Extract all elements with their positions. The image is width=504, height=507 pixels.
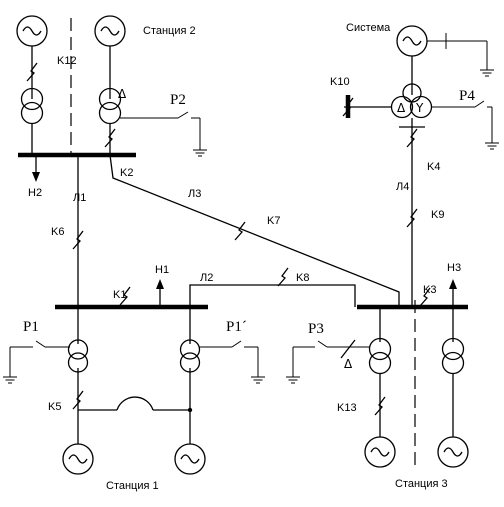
station2-section: Δ	[16, 15, 208, 182]
label-relay-p1-prime: P1´	[226, 319, 247, 335]
label-relay-p2: P2	[170, 92, 186, 108]
station3-section: Δ	[285, 279, 469, 470]
generator-g1-station1	[62, 443, 94, 475]
ground-icon	[479, 69, 495, 77]
label-fault-k7: K7	[267, 215, 280, 227]
label-relay-p1: P1	[23, 319, 39, 335]
transformer-t2-station3	[441, 337, 465, 375]
ground-icon	[250, 376, 266, 384]
ground-icon	[484, 142, 500, 150]
transformer-system-delta	[390, 95, 414, 119]
label-station1: Станция 1	[106, 480, 159, 492]
generator-g2-station1	[174, 443, 206, 475]
label-system: Система	[346, 22, 391, 34]
label-fault-k8: K8	[296, 272, 309, 284]
label-line-l2: Л2	[200, 272, 213, 284]
ground-icon	[2, 376, 18, 384]
label-fault-k2: K2	[120, 167, 133, 179]
crossing-arc	[116, 396, 154, 411]
transformer-t1-station1	[67, 339, 89, 373]
generator-g2-station3	[437, 436, 469, 468]
label-line-l1: Л1	[73, 192, 86, 204]
line-l2	[189, 284, 356, 307]
load-h1-arrow	[156, 279, 164, 289]
label-load-h1: H1	[155, 264, 169, 276]
wye-symbol-system: Y	[415, 101, 424, 115]
label-fault-k5: K5	[48, 401, 61, 413]
generator-g2-station2	[94, 15, 126, 47]
label-line-l4: Л4	[396, 181, 409, 193]
delta-symbol-station3: Δ	[344, 357, 353, 371]
line-l3	[109, 154, 400, 307]
label-fault-k1: K1	[113, 289, 126, 301]
generator-g1-station2	[16, 15, 48, 47]
label-load-h3: H3	[447, 262, 461, 274]
delta-symbol-station2: Δ	[118, 87, 127, 101]
transformer-t2-station1	[179, 339, 201, 373]
ground-icon	[192, 149, 208, 157]
label-station2: Станция 2	[143, 25, 196, 37]
fault-k8-icon	[277, 267, 289, 287]
label-fault-k12: K12	[57, 55, 77, 67]
label-relay-p3: P3	[308, 321, 324, 337]
label-fault-k6: K6	[51, 226, 64, 238]
delta-symbol-system: Δ	[397, 101, 406, 115]
label-fault-k3: K3	[423, 284, 436, 296]
generator-g1-station3	[364, 436, 396, 468]
label-station3: Станция 3	[395, 478, 448, 490]
label-fault-k9: K9	[431, 209, 444, 221]
label-fault-k4: K4	[427, 161, 440, 173]
fault-k7-icon	[234, 221, 246, 241]
label-relay-p4: P4	[459, 88, 475, 104]
system-source	[396, 25, 428, 57]
load-h3-arrow	[449, 279, 457, 289]
transformer-t1-station3	[368, 337, 392, 375]
station1-section	[2, 279, 356, 475]
system-section: Δ Y	[344, 25, 500, 307]
label-fault-k13: K13	[337, 402, 357, 414]
load-h2-arrow	[32, 172, 40, 182]
label-line-l3: Л3	[188, 188, 201, 200]
label-load-h2: H2	[28, 187, 42, 199]
label-fault-k10: K10	[330, 76, 350, 88]
ground-icon	[285, 376, 301, 384]
